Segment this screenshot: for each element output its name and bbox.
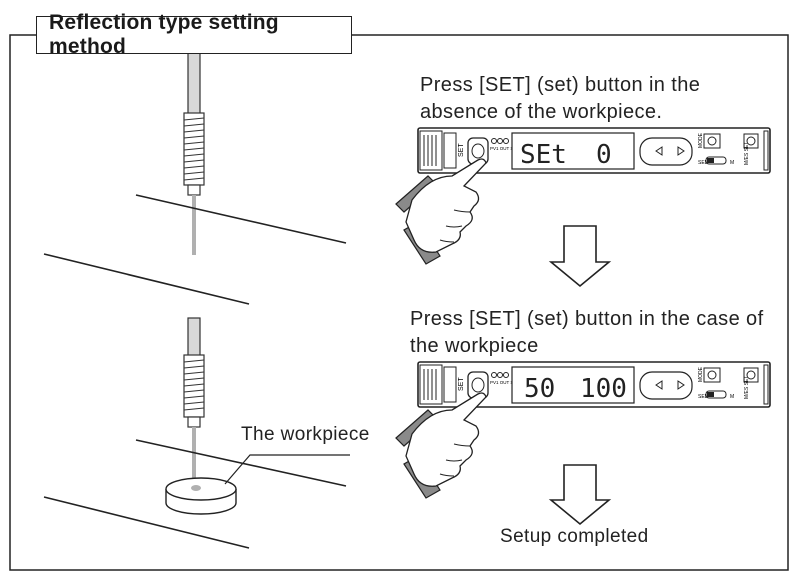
down-arrow-icon: [548, 225, 612, 288]
set-label: SET: [458, 143, 465, 157]
section-title: Reflection type setting method: [36, 11, 352, 58]
m-label: M: [730, 394, 734, 400]
ms-label: M/ES SET: [744, 376, 750, 399]
step1-line1: Press [SET] (set) button in the: [420, 74, 701, 96]
step2-line2: the workpiece: [410, 335, 539, 357]
surface-line: [135, 439, 347, 487]
step1-line2: absence of the workpiece.: [420, 101, 663, 123]
display-left-value: 50: [524, 374, 555, 404]
leader-line: [224, 454, 350, 485]
mode-button[interactable]: [703, 133, 721, 149]
amplifier-top: SET PV1 OUT STB SEt 0 MODE SEL M M/ES SE…: [417, 127, 771, 174]
mode-label: MODE: [698, 132, 704, 148]
indicator-labels: PV1 OUT STB: [490, 146, 519, 151]
mode-button[interactable]: [703, 367, 721, 383]
light-beam: [192, 195, 196, 255]
workpiece-disc: [165, 477, 237, 515]
ms-button[interactable]: [743, 367, 759, 383]
m-label: M: [730, 160, 734, 166]
amplifier-bottom: SET PV1 OUT STB 50 100 MODE SEL M M/ES S…: [417, 361, 771, 408]
sensor-thread: [183, 112, 205, 186]
light-beam: [192, 427, 196, 483]
sensor-thread: [183, 354, 205, 418]
display-left-value: SEt: [520, 140, 567, 170]
pointing-hand-icon: [395, 158, 487, 265]
arrow-buttons[interactable]: [639, 371, 693, 400]
set-label: SET: [458, 377, 465, 391]
display-window: [511, 366, 635, 404]
display-right-value: 0: [596, 140, 612, 170]
step2-instruction: Press [SET] (set) button in the case of …: [410, 306, 764, 360]
surface-line: [43, 253, 250, 305]
display-right-value: 100: [580, 374, 627, 404]
setup-completed-label: Setup completed: [500, 526, 649, 547]
workpiece-label: The workpiece: [241, 424, 370, 445]
surface-line: [43, 496, 250, 549]
pointing-hand-icon: [395, 392, 487, 499]
ms-label: M/ES SET: [744, 142, 750, 165]
mode-label: MODE: [698, 366, 704, 382]
outer-frame: [9, 34, 789, 571]
step1-instruction: Press [SET] (set) button in the absence …: [420, 72, 700, 126]
arrow-buttons[interactable]: [639, 137, 693, 166]
sensor-cable: [187, 317, 201, 357]
display-window: [511, 132, 635, 170]
sel-label: SEL: [698, 394, 708, 400]
sensor-illustration-top: [43, 41, 347, 305]
surface-line: [135, 194, 347, 244]
sel-label: SEL: [698, 160, 708, 166]
ms-button[interactable]: [743, 133, 759, 149]
sensor-illustration-bottom: [43, 317, 350, 549]
indicator-labels: PV1 OUT STB: [490, 380, 519, 385]
step2-line1: Press [SET] (set) button in the case of: [410, 308, 764, 330]
down-arrow-icon: [548, 464, 612, 526]
